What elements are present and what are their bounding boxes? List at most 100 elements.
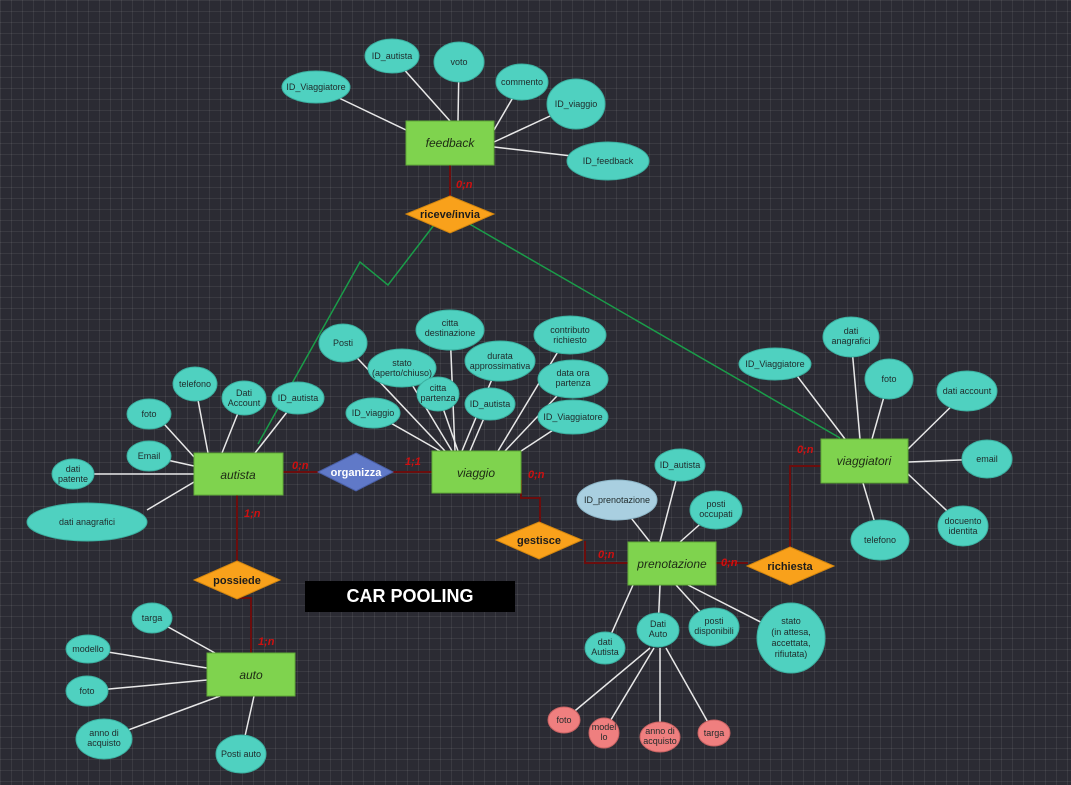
relationship-label: organizza [331, 467, 383, 479]
svg-text:dati: dati [844, 326, 859, 336]
attribute-viaggio-id-viaggio: ID_viaggio [345, 397, 401, 429]
attribute-viaggiatori-id-viaggiatore: ID_Viaggiatore [738, 347, 812, 381]
svg-text:commento: commento [501, 77, 543, 87]
svg-text:ID_Viaggiatore: ID_Viaggiatore [543, 412, 602, 422]
svg-text:ID_autista: ID_autista [372, 51, 413, 61]
attribute-viaggiatori-email: email [961, 439, 1013, 479]
svg-text:docuento: docuento [944, 516, 981, 526]
svg-text:email: email [976, 454, 998, 464]
svg-text:ID_viaggio: ID_viaggio [352, 408, 395, 418]
relationship-richiesta[interactable]: richiesta [745, 546, 836, 586]
svg-text:telefono: telefono [864, 535, 896, 545]
relationship-label: richiesta [767, 561, 813, 573]
attribute-auto-foto: foto [65, 675, 109, 707]
svg-text:Autista: Autista [591, 647, 619, 657]
svg-text:destinazione: destinazione [425, 328, 476, 338]
cardinalities: 0;n 0;n 1;1 0;n 0;n 0;n 0;n 1;n 1;n [244, 179, 814, 648]
svg-text:accettata,: accettata, [771, 638, 810, 648]
svg-text:foto: foto [881, 374, 896, 384]
svg-text:foto: foto [79, 686, 94, 696]
svg-text:ID_autista: ID_autista [278, 393, 319, 403]
relationship-possiede[interactable]: possiede [192, 560, 282, 600]
svg-text:dati anagrafici: dati anagrafici [59, 517, 115, 527]
entity-feedback[interactable]: feedback [405, 120, 495, 166]
svg-text:foto: foto [141, 409, 156, 419]
cardinality-label: 0;n [292, 460, 309, 472]
attribute-feedback-id-feedback: ID_feedback [566, 141, 650, 181]
entity-auto[interactable]: auto [206, 652, 296, 697]
entity-label: viaggiatori [837, 454, 892, 468]
entity-viaggio[interactable]: viaggio [431, 450, 522, 494]
attribute-viaggiatori-telefono: telefono [850, 519, 910, 561]
green-links [257, 221, 841, 445]
attribute-viaggio-stato: stato(aperto/chiuso) [367, 348, 437, 388]
svg-text:Dati: Dati [650, 619, 666, 629]
relationship-organizza[interactable]: organizza [316, 452, 395, 492]
cardinality-label: 1;n [244, 508, 261, 520]
svg-text:telefono: telefono [179, 379, 211, 389]
entity-prenotazione[interactable]: prenotazione [627, 541, 717, 586]
attribute-auto-posti-auto: Posti auto [215, 734, 267, 774]
svg-text:rifiutata): rifiutata) [775, 649, 808, 659]
relationship-riceve-invia[interactable]: riceve/invia [404, 195, 496, 234]
entity-label: autista [220, 468, 256, 482]
svg-text:acquisto: acquisto [87, 738, 121, 748]
svg-text:Auto: Auto [649, 629, 668, 639]
svg-text:targa: targa [704, 728, 725, 738]
cardinality-label: 0;n [797, 444, 814, 456]
svg-text:voto: voto [450, 57, 467, 67]
cardinality-label: 0;n [721, 557, 738, 569]
attribute-autista-email: Email [126, 440, 172, 472]
relationship-gestisce[interactable]: gestisce [494, 521, 584, 560]
svg-text:modello: modello [72, 644, 104, 654]
svg-text:(aperto/chiuso): (aperto/chiuso) [372, 368, 432, 378]
attribute-dati-auto-targa: targa [697, 719, 731, 747]
attribute-prenotazione-id-autista: ID_autista [654, 448, 706, 482]
relationship-label: riceve/invia [420, 209, 481, 221]
svg-text:ID_viaggio: ID_viaggio [555, 99, 598, 109]
attribute-viaggio-id-autista: ID_autista [464, 387, 516, 421]
svg-text:posti: posti [704, 616, 723, 626]
svg-text:Posti: Posti [333, 338, 353, 348]
svg-text:anno di: anno di [645, 726, 675, 736]
diagram-title: CAR POOLING [305, 581, 515, 612]
svg-text:ID_Viaggiatore: ID_Viaggiatore [745, 359, 804, 369]
attribute-viaggio-id-viaggiatore: ID_Viaggiatore [537, 399, 609, 435]
svg-text:citta: citta [430, 383, 447, 393]
svg-text:stato: stato [392, 358, 412, 368]
svg-text:anno di: anno di [89, 728, 119, 738]
svg-text:foto: foto [556, 715, 571, 725]
attribute-prenotazione-id-prenotazione: ID_prenotazione [576, 479, 658, 521]
svg-text:Dati: Dati [236, 388, 252, 398]
entity-autista[interactable]: autista [193, 452, 284, 496]
entity-viaggiatori[interactable]: viaggiatori [820, 438, 909, 484]
entity-label: viaggio [457, 466, 495, 480]
svg-text:ID_autista: ID_autista [470, 399, 511, 409]
entity-label: prenotazione [636, 557, 707, 571]
cardinality-label: 0;n [528, 469, 545, 481]
svg-text:partenza: partenza [420, 393, 455, 403]
attribute-dati-auto-foto: foto [547, 706, 581, 734]
cardinality-label: 0;n [598, 549, 615, 561]
svg-text:contributo: contributo [550, 325, 590, 335]
svg-text:lo: lo [600, 732, 607, 742]
attribute-autista-dati-anagrafici: dati anagrafici [26, 502, 148, 542]
svg-text:anagrafici: anagrafici [831, 336, 870, 346]
attribute-autista-foto: foto [126, 398, 172, 430]
svg-text:citta: citta [442, 318, 459, 328]
attribute-feedback-id-viaggiatore: ID_Viaggiatore [281, 70, 351, 104]
svg-text:richiesto: richiesto [553, 335, 587, 345]
attribute-prenotazione-stato: stato(in attesa,accettata,rifiutata) [756, 602, 826, 674]
svg-text:dati: dati [66, 464, 81, 474]
